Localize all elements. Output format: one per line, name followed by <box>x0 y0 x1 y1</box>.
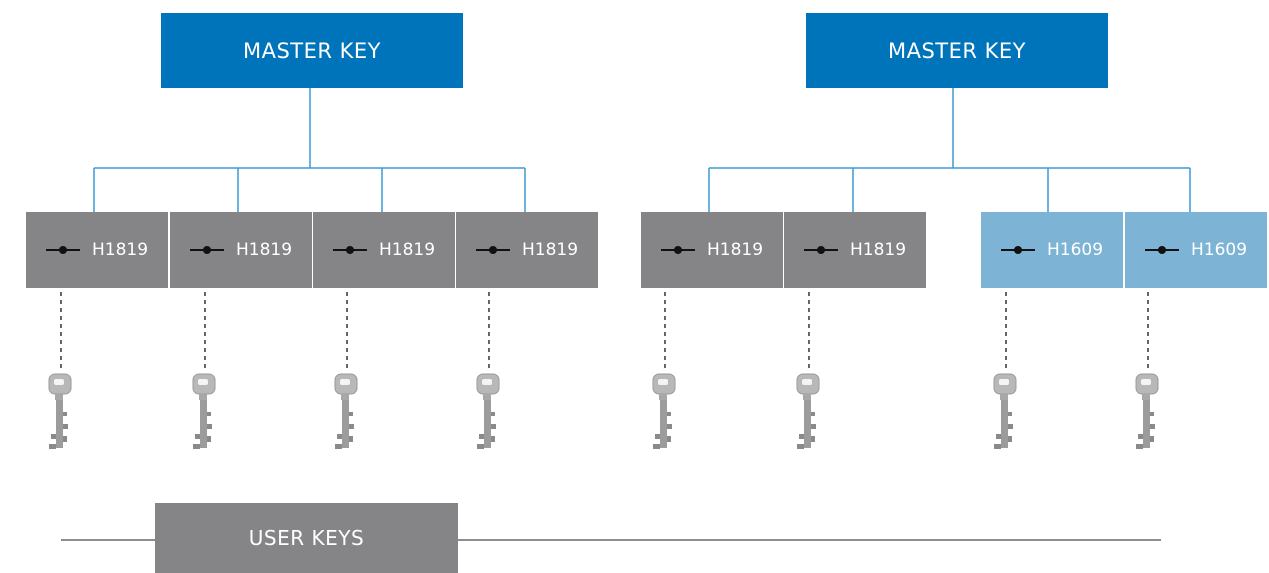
key-icon <box>645 372 685 452</box>
cylinder-icon <box>45 246 80 254</box>
cylinder-code: H1819 <box>235 240 293 260</box>
cylinder-icon <box>1000 246 1035 254</box>
cylinder-box: H1819 <box>456 212 598 288</box>
cylinder-code: H1819 <box>706 240 764 260</box>
cylinder-code: H1609 <box>1190 240 1248 260</box>
master-key-label: MASTER KEY <box>242 38 382 63</box>
cylinder-code: H1819 <box>849 240 907 260</box>
user-keys-label-box: USER KEYS <box>155 503 458 573</box>
cylinder-box: H1819 <box>170 212 312 288</box>
user-keys-divider <box>61 539 1161 541</box>
cylinder-box: H1819 <box>784 212 926 288</box>
cylinder-icon <box>803 246 838 254</box>
cylinder-icon <box>475 246 510 254</box>
user-keys-label: USER KEYS <box>248 526 365 550</box>
cylinder-code: H1819 <box>378 240 436 260</box>
cylinder-code: H1609 <box>1046 240 1104 260</box>
key-icon <box>1128 372 1168 452</box>
cylinder-icon <box>1144 246 1179 254</box>
cylinder-icon <box>332 246 367 254</box>
key-icon <box>789 372 829 452</box>
key-icon <box>185 372 225 452</box>
key-icon <box>986 372 1026 452</box>
master-key-label: MASTER KEY <box>887 38 1027 63</box>
key-icon <box>41 372 81 452</box>
master-key-box: MASTER KEY <box>806 13 1108 88</box>
master-key-box: MASTER KEY <box>161 13 463 88</box>
cylinder-box: H1819 <box>641 212 783 288</box>
cylinder-icon <box>660 246 695 254</box>
cylinder-code: H1819 <box>521 240 579 260</box>
cylinder-box: H1819 <box>313 212 455 288</box>
key-icon <box>327 372 367 452</box>
cylinder-box: H1819 <box>26 212 168 288</box>
cylinder-box: H1609 <box>1125 212 1267 288</box>
cylinder-icon <box>189 246 224 254</box>
cylinder-code: H1819 <box>91 240 149 260</box>
cylinder-box: H1609 <box>981 212 1123 288</box>
key-icon <box>469 372 509 452</box>
